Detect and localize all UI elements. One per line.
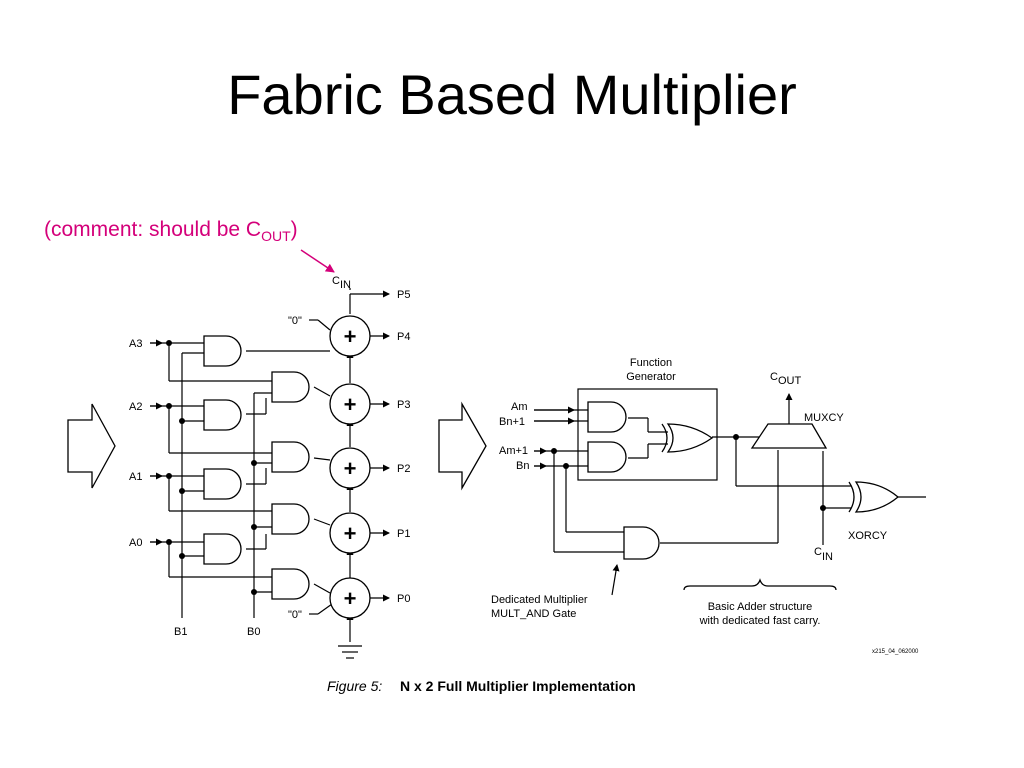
- fg-and-gate-top: [587, 401, 627, 433]
- label-cout-c: C: [770, 371, 778, 383]
- plus-sign: +: [344, 456, 357, 481]
- plus-sign: +: [344, 392, 357, 417]
- label-zero-top: "0": [288, 315, 302, 327]
- label-cin2-c: C: [814, 546, 822, 558]
- label-p2: P2: [397, 463, 410, 475]
- label-basic-adder-1: Basic Adder structure: [708, 601, 813, 613]
- label-dedicated-1: Dedicated Multiplier: [491, 594, 588, 606]
- label-zero-bottom: "0": [288, 609, 302, 621]
- and-gate-a1-b0: [271, 503, 310, 535]
- label-p3: P3: [397, 399, 410, 411]
- plus-sign: +: [344, 521, 357, 546]
- label-a3: A3: [129, 338, 142, 350]
- adder-p2: [329, 447, 371, 489]
- caption-figure: Figure 5:: [327, 678, 382, 694]
- label-am1: Am+1: [499, 445, 528, 457]
- fg-and-gate-bottom: [587, 441, 627, 473]
- label-generator: Generator: [626, 371, 676, 383]
- label-am: Am: [511, 401, 528, 413]
- label-p0: P0: [397, 593, 410, 605]
- plus-sign: +: [344, 586, 357, 611]
- label-dedicated-2: MULT_AND Gate: [491, 608, 576, 620]
- and-gate-a0-b1: [203, 533, 242, 565]
- cout-comment: (comment: should be COUT): [44, 218, 298, 244]
- and-gate-a3-b0: [271, 371, 310, 403]
- mult-and-gate: [623, 526, 660, 560]
- comment-close: ): [290, 218, 298, 241]
- label-figure-code: x215_04_062000: [872, 649, 919, 655]
- and-gate-a3-b1: [203, 335, 242, 367]
- comment-subscript: OUT: [261, 228, 291, 245]
- label-function: Function: [630, 357, 672, 369]
- label-bn1: Bn+1: [499, 416, 525, 428]
- label-cin-in: IN: [340, 279, 351, 291]
- muxcy: [750, 423, 828, 449]
- label-p5: P5: [397, 289, 410, 301]
- plus-sign: +: [344, 324, 357, 349]
- big-arrow-middle: [438, 401, 487, 491]
- adder-p1: [329, 512, 371, 554]
- adder-p0: [329, 577, 371, 619]
- caption-text: N x 2 Full Multiplier Implementation: [400, 678, 636, 694]
- label-cout-out: OUT: [778, 375, 802, 387]
- big-arrow-left: [67, 403, 116, 489]
- xorcy-gate: [854, 481, 900, 513]
- label-cin-c: C: [332, 275, 340, 287]
- label-b0: B0: [247, 626, 260, 638]
- label-bn: Bn: [516, 460, 529, 472]
- and-gate-a2-b0: [271, 441, 310, 473]
- label-a2: A2: [129, 401, 142, 413]
- label-cin2-in: IN: [822, 551, 833, 563]
- fg-xor-gate: [666, 423, 714, 453]
- and-gate-a0-b0: [271, 568, 310, 600]
- slide-title: Fabric Based Multiplier: [227, 63, 797, 126]
- label-b1: B1: [174, 626, 187, 638]
- adder-brace: [683, 578, 837, 591]
- label-a1: A1: [129, 471, 142, 483]
- adder-p3: [329, 383, 371, 425]
- and-gate-a2-b1: [203, 399, 242, 431]
- label-xorcy: XORCY: [848, 530, 888, 542]
- label-muxcy: MUXCY: [804, 412, 844, 424]
- adder-p4: [329, 315, 371, 357]
- label-a0: A0: [129, 537, 142, 549]
- comment-arrow: [300, 249, 335, 273]
- label-p1: P1: [397, 528, 410, 540]
- function-generator-box: [577, 388, 718, 481]
- label-p4: P4: [397, 331, 410, 343]
- label-basic-adder-2: with dedicated fast carry.: [699, 615, 821, 627]
- and-gate-a1-b1: [203, 468, 242, 500]
- comment-text: (comment: should be C: [44, 218, 262, 241]
